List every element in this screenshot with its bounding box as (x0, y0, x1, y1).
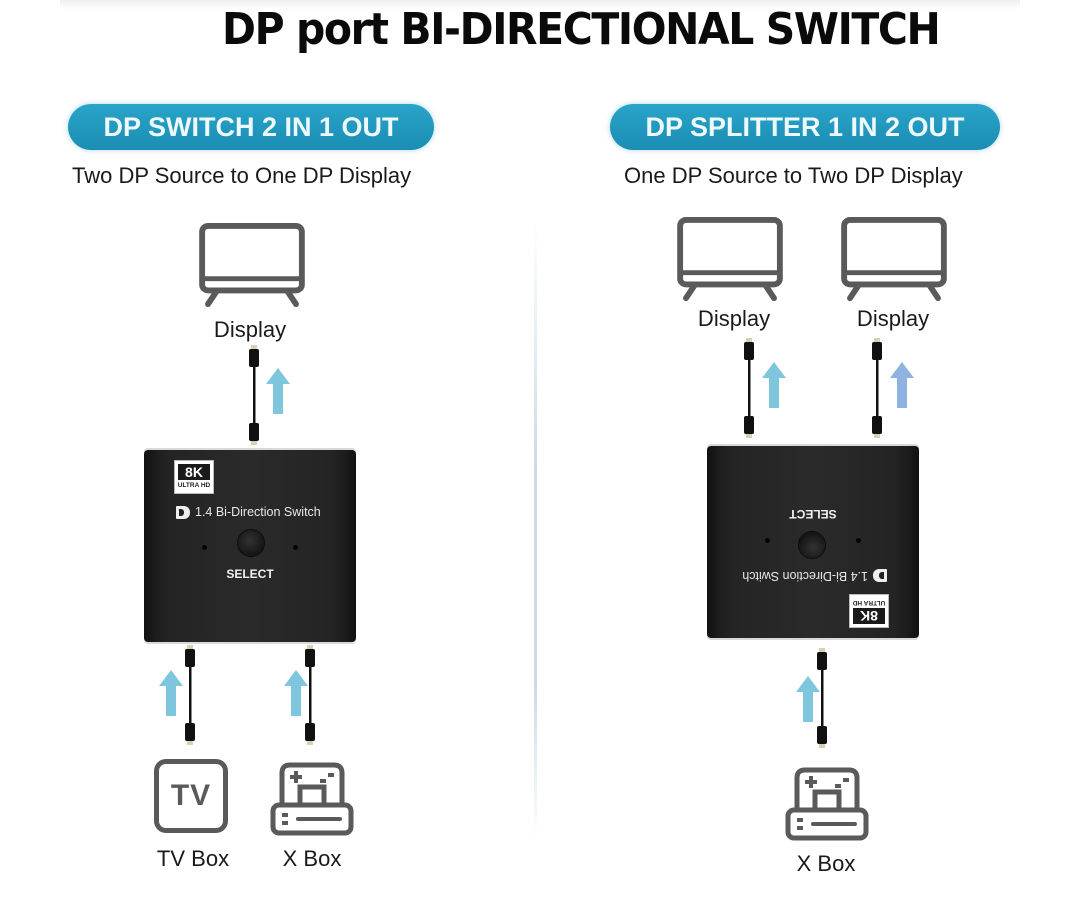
badge-8k-text: 8K (178, 464, 210, 480)
led-indicator-2 (293, 545, 298, 550)
up-arrow-icon (159, 670, 183, 716)
displayport-logo-icon (176, 505, 190, 519)
dp-splitter-device: 8K ULTRA HD 1.4 Bi-Direction Switch SELE… (707, 446, 919, 638)
dp-switch-device: 8K ULTRA HD 1.4 Bi-Direction Switch SELE… (144, 450, 356, 642)
display-label: Display (856, 306, 930, 331)
page-title: DP port BI-DIRECTIONAL SWITCH (222, 4, 941, 55)
switch-subtitle: Two DP Source to One DP Display (72, 163, 412, 188)
xbox-label: X Box (282, 846, 342, 871)
badge-uhd-text: ULTRA HD (177, 482, 211, 489)
dp-cable-icon (182, 645, 198, 745)
led-indicator-2 (765, 538, 770, 543)
tv-box-label: TV Box (156, 846, 230, 871)
led-indicator-1 (856, 538, 861, 543)
tv-monitor-icon (676, 216, 784, 304)
dp-cable-icon (246, 345, 262, 445)
badge-uhd-text: ULTRA HD (852, 599, 886, 606)
tv-box-icon: TV (154, 759, 228, 833)
top-band (60, 0, 1020, 10)
dp-cable-icon (869, 338, 885, 438)
game-console-icon (270, 761, 354, 837)
model-label: 1.4 Bi-Direction Switch (742, 569, 868, 583)
select-button[interactable] (238, 530, 264, 556)
splitter-mode-pill: DP SPLITTER 1 IN 2 OUT (610, 104, 1000, 150)
badge-8k-text: 8K (853, 608, 885, 624)
dp-cable-icon (814, 648, 830, 748)
up-arrow-icon (762, 362, 786, 408)
display-label: Display (697, 306, 771, 331)
select-label: SELECT (226, 567, 274, 581)
panel-divider (534, 220, 537, 840)
model-label: 1.4 Bi-Direction Switch (195, 505, 321, 519)
game-console-icon (785, 766, 869, 842)
dp-cable-icon (302, 645, 318, 745)
display-label: Display (213, 317, 287, 342)
tv-monitor-icon (840, 216, 948, 304)
up-arrow-icon (266, 368, 290, 414)
model-text: 1.4 Bi-Direction Switch (742, 569, 887, 583)
led-indicator-1 (202, 545, 207, 550)
splitter-subtitle: One DP Source to Two DP Display (624, 163, 963, 188)
8k-badge: 8K ULTRA HD (849, 594, 889, 628)
tv-box-icon-text: TV (170, 779, 212, 812)
displayport-logo-icon (873, 569, 887, 583)
model-text: 1.4 Bi-Direction Switch (176, 505, 321, 519)
switch-mode-pill: DP SWITCH 2 IN 1 OUT (68, 104, 434, 150)
dp-cable-icon (741, 338, 757, 438)
select-label: SELECT (789, 507, 837, 521)
select-button[interactable] (799, 532, 825, 558)
8k-badge: 8K ULTRA HD (174, 460, 214, 494)
tv-monitor-icon (198, 222, 306, 310)
up-arrow-icon (890, 362, 914, 408)
xbox-label: X Box (796, 851, 856, 876)
